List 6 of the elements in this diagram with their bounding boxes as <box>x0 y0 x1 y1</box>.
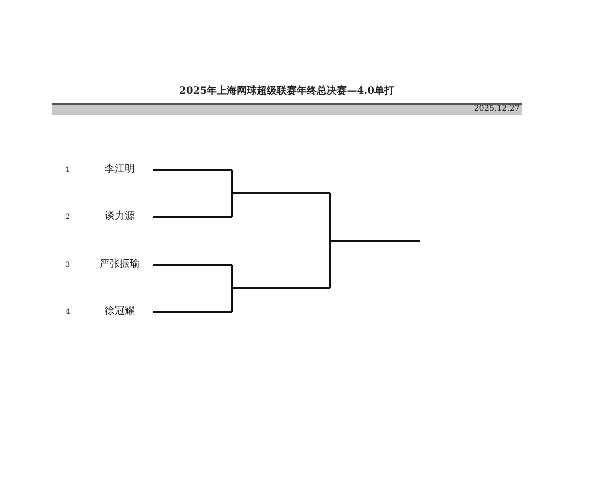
player-name: 李江明 <box>90 163 150 177</box>
player-name: 徐冠耀 <box>90 305 150 319</box>
player-name: 严张振瑜 <box>90 258 150 272</box>
player-name: 谈力源 <box>90 210 150 224</box>
title: 2025年上海网球超级联赛年终总决赛—4.0单打 <box>178 84 396 98</box>
date-text: 2025.12.27 <box>474 104 520 114</box>
